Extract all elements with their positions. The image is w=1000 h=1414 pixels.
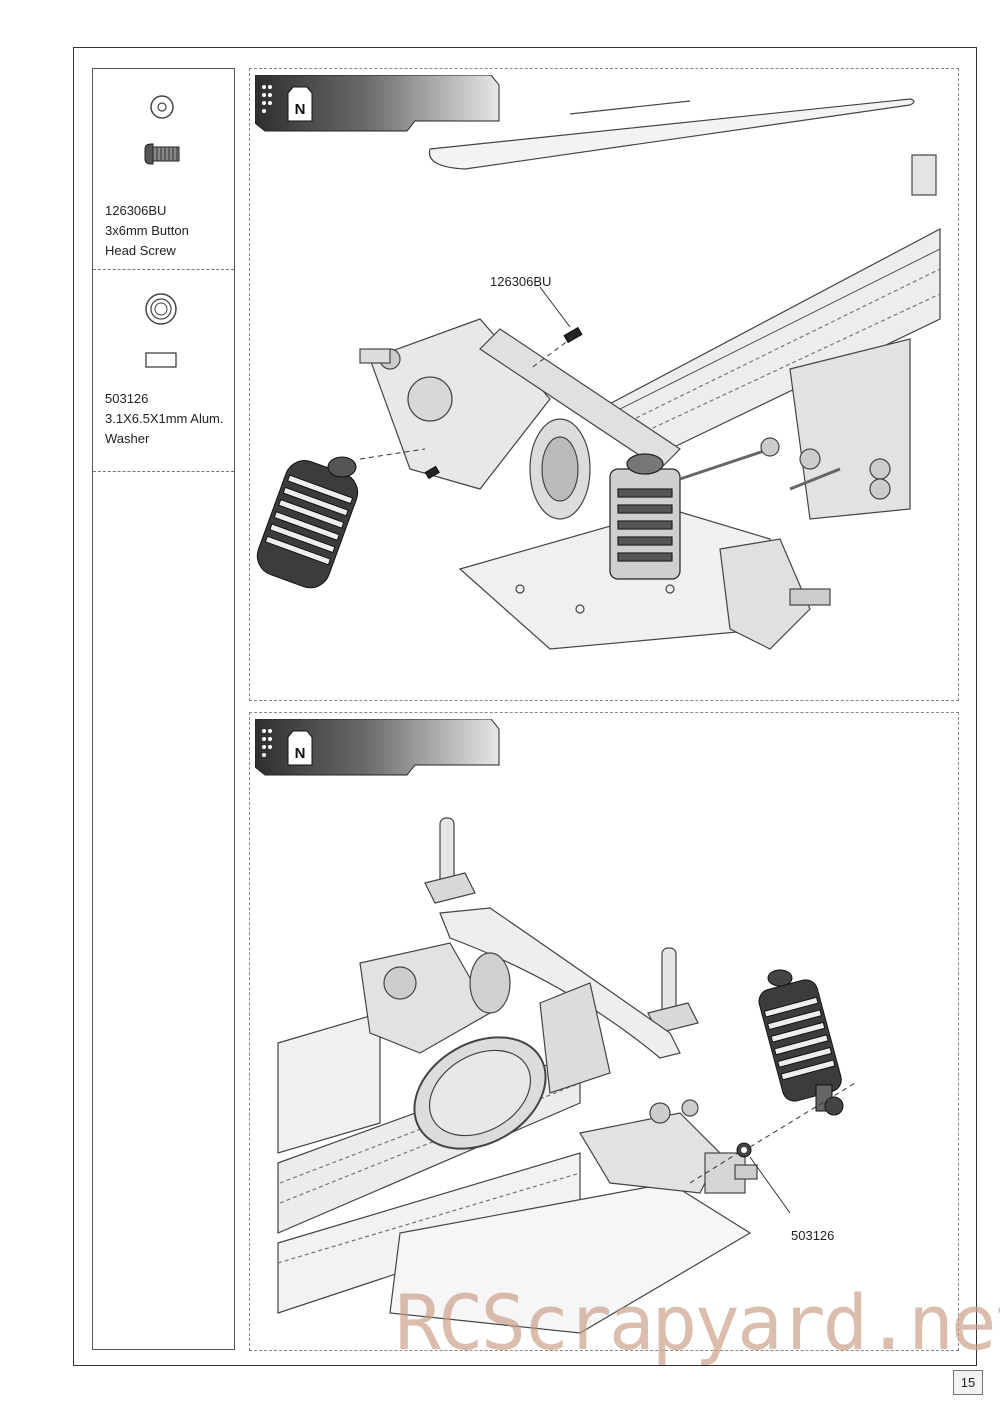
part-entry: 126306BU 3x6mm Button Head Screw (93, 69, 234, 270)
parts-bag-banner: N (255, 719, 500, 776)
chassis-illustration (277, 817, 856, 1334)
bag-label: N (295, 745, 306, 762)
part-callout: 126306BU (490, 274, 552, 289)
part-callout: 503126 (791, 1228, 835, 1243)
assembly-step: N (249, 68, 959, 701)
washer-icon (145, 293, 177, 368)
chassis-illustration (256, 98, 941, 650)
page-frame (73, 47, 977, 1366)
page-number: 15 (953, 1370, 983, 1395)
part-description-line: 3.1X6.5X1mm Alum. (105, 411, 224, 426)
parts-sidebar: 126306BU 3x6mm Button Head Screw 503126 … (92, 68, 235, 1350)
part-code: 503126 (105, 391, 149, 406)
watermark: RCScrapyard.net (395, 1278, 1000, 1367)
part-description-line: 3x6mm Button (105, 223, 189, 238)
part-code: 126306BU (105, 203, 167, 218)
part-description-line: Washer (105, 431, 150, 446)
assembly-step: N (249, 712, 959, 1351)
parts-bag-banner: N (255, 75, 500, 132)
part-description-line: Head Screw (105, 243, 176, 258)
bag-label: N (295, 101, 306, 118)
button-head-screw-icon (144, 95, 180, 165)
part-entry: 503126 3.1X6.5X1mm Alum. Washer (93, 269, 234, 472)
